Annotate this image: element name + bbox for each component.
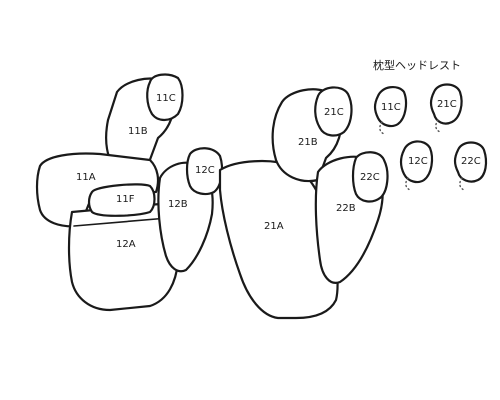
label-21a: 21A xyxy=(264,221,284,232)
pillow-headrest-title: 枕型ヘッドレスト xyxy=(373,58,461,72)
armrest-11f xyxy=(87,183,156,217)
label-pillow-21c: 21C xyxy=(437,99,457,110)
label-11c: 11C xyxy=(156,93,176,104)
pillow-headrest-22c xyxy=(453,141,488,183)
left-seat-group xyxy=(35,73,224,312)
headrest-21c xyxy=(314,86,353,137)
pillow-headrest-11c xyxy=(373,86,408,128)
part-labels: 11C 11B 11A 11F 12A 12B 12C 21C 21B 21A … xyxy=(76,93,481,250)
label-pillow-11c: 11C xyxy=(381,102,401,113)
label-12a: 12A xyxy=(116,239,136,250)
label-22b: 22B xyxy=(336,203,356,214)
label-11b: 11B xyxy=(128,126,148,137)
label-pillow-22c: 22C xyxy=(461,156,481,167)
pillow-headrest-21c xyxy=(429,83,463,125)
pillow-headrest-group xyxy=(373,83,488,191)
right-seat-group xyxy=(218,86,389,320)
pillow-headrest-12c xyxy=(399,140,434,184)
label-21c: 21C xyxy=(324,107,344,118)
label-12b: 12B xyxy=(168,199,188,210)
label-11a: 11A xyxy=(76,172,96,183)
label-12c: 12C xyxy=(195,165,215,176)
label-11f: 11F xyxy=(116,194,135,205)
headrest-11c xyxy=(146,73,184,122)
side-headrest-12c xyxy=(185,147,224,196)
label-21b: 21B xyxy=(298,137,318,148)
label-pillow-12c: 12C xyxy=(408,156,428,167)
label-22c: 22C xyxy=(360,172,380,183)
side-headrest-22c xyxy=(351,151,389,203)
